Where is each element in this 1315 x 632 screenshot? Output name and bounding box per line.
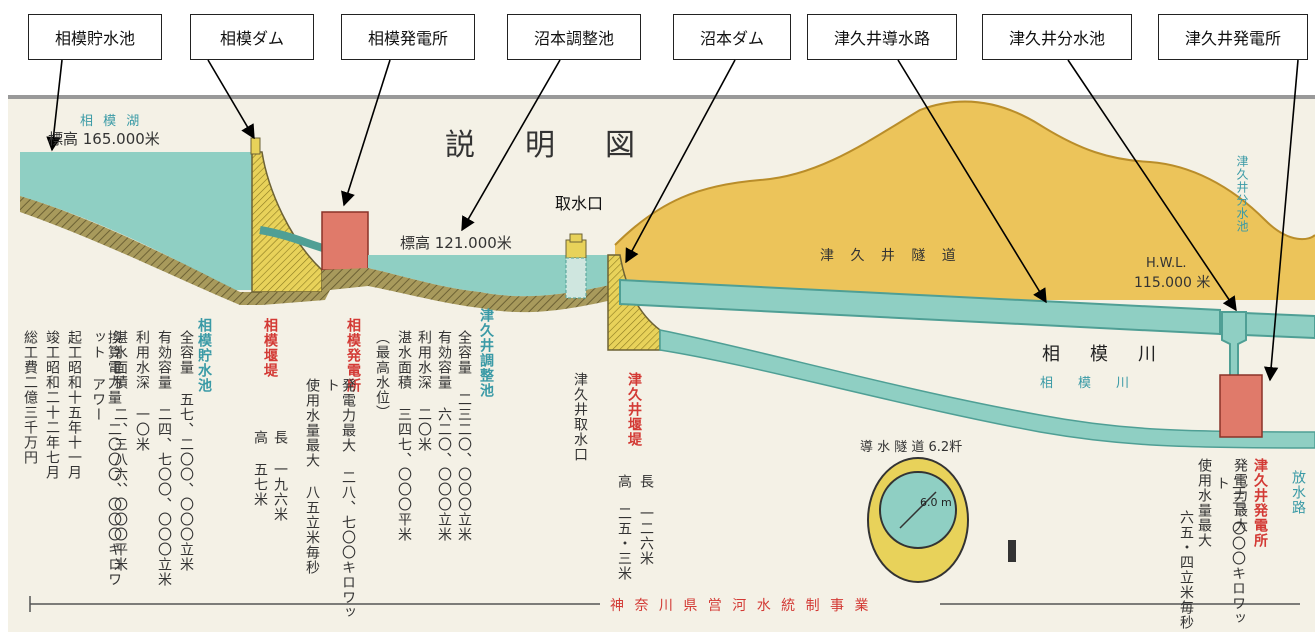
callout-arrow — [341, 59, 391, 207]
label-sagami-dam: 相模ダム — [190, 14, 314, 60]
spec-column: 使用水量最大 八五立米毎秒 — [304, 378, 320, 575]
spec-column: 起工昭和十五年十一月 — [66, 330, 82, 480]
spec-column: 発電力最大 二八、七〇〇キロワット — [324, 378, 356, 620]
callout-arrow — [207, 59, 255, 140]
spec-heading-sagami-dam: 相模堰堤 — [262, 318, 278, 378]
spec-column: 利用水深 二〇米 — [416, 330, 432, 452]
numamoto-pond-water — [368, 255, 610, 297]
spec-column: 換算電力量 二〇〇〇、〇〇〇キロワット アワー — [90, 330, 122, 587]
tank-vertical-label: 津久井分水池 — [1235, 155, 1249, 233]
river-name-small: 相 模 川 — [1040, 376, 1136, 391]
spec-column: 長 一九六米 — [272, 430, 288, 522]
spec-column: （最高水位） — [374, 330, 390, 420]
sagami-power-station — [321, 211, 369, 271]
callout-arrow — [625, 59, 736, 264]
label-sagami-power-station: 相模発電所 — [341, 14, 475, 60]
lake-name: 相 模 湖 — [80, 114, 143, 129]
label-tsukui-power-station: 津久井発電所 — [1158, 14, 1308, 60]
spec-column: 利用水深 一〇米 — [134, 330, 150, 452]
map-title: 説 明 図 — [445, 128, 645, 163]
spec-column: 有効容量 六二〇、〇〇〇立米 — [436, 330, 452, 542]
spec-heading-sagami-power: 相模発電所 — [345, 318, 361, 393]
callout-arrow — [46, 59, 63, 152]
spec-column: 使用水量最大 — [1196, 458, 1212, 548]
callout-arrow — [897, 59, 1047, 304]
label-numamoto-dam: 沼本ダム — [673, 14, 791, 60]
spec-heading-tsukui-pond: 津久井調整池 — [478, 308, 494, 398]
spec-column: 全容量 五七、二〇〇、〇〇〇立米 — [178, 330, 194, 572]
callout-arrow — [461, 59, 561, 232]
spec-column: 竣工昭和二十二年七月 — [44, 330, 60, 480]
spec-column: 有効容量 二四、七〇〇、〇〇〇立米 — [156, 330, 172, 587]
sagami-lake-water — [20, 152, 262, 290]
spec-column: 総工費二億三千万円 — [22, 330, 38, 465]
tunnel-dimension: 6.0 m — [920, 496, 952, 509]
callout-arrow — [1263, 59, 1299, 382]
hill — [615, 101, 1315, 300]
spec-heading-outlet: 放水路 — [1290, 470, 1306, 515]
conduit-label: 導 水 隧 道 6.2粁 — [860, 440, 963, 455]
spec-column: 長 一二六米 — [638, 474, 654, 566]
label-numamoto-pond: 沼本調整池 — [507, 14, 641, 60]
spec-column: 六五・四立米毎秒 — [1178, 510, 1194, 630]
spec-heading-tsukui-dam: 津久井堰堤 — [626, 372, 642, 447]
spec-column: 高 二五・三米 — [616, 474, 632, 581]
spec-column: 湛水面積 二、三八六、〇〇〇平米 — [112, 330, 128, 572]
spec-column: 発電力最大 — [1232, 458, 1248, 533]
spec-heading-tsukui-power: 津久井発電所 — [1252, 458, 1268, 548]
spec-heading-sagami-reservoir: 相模貯水池 — [196, 318, 212, 393]
tunnel-label: 津 久 井 隧 道 — [820, 248, 962, 264]
spec-heading-tsukui-intake: 津久井取水口 — [572, 372, 588, 462]
intake-label: 取水口 — [555, 194, 604, 213]
spec-column: 高 五七米 — [252, 430, 268, 507]
spec-column: 全容量 二三二〇、〇〇〇立米 — [456, 330, 472, 542]
river-name-large: 相 模 川 — [1042, 344, 1162, 365]
callout-arrow — [1067, 59, 1237, 312]
hwl-value: 115.000 米 — [1134, 275, 1211, 291]
footer-title: 神 奈 川 県 営 河 水 統 制 事 業 — [610, 598, 872, 614]
label-sagami-reservoir: 相模貯水池 — [28, 14, 162, 60]
label-tsukui-tank: 津久井分水池 — [982, 14, 1132, 60]
label-tsukui-waterway: 津久井導水路 — [807, 14, 957, 60]
spec-column: 二三、〇〇〇キロワット — [1214, 476, 1246, 626]
lake-level: 標高 165.000米 — [48, 130, 160, 148]
intake-tower — [565, 239, 587, 259]
spec-column: 湛水面積 三四七、〇〇〇平米 — [396, 330, 412, 542]
tsukui-power-station — [1219, 374, 1263, 438]
hwl-label: H.W.L. — [1146, 256, 1187, 271]
pond-level: 標高 121.000米 — [400, 234, 512, 252]
